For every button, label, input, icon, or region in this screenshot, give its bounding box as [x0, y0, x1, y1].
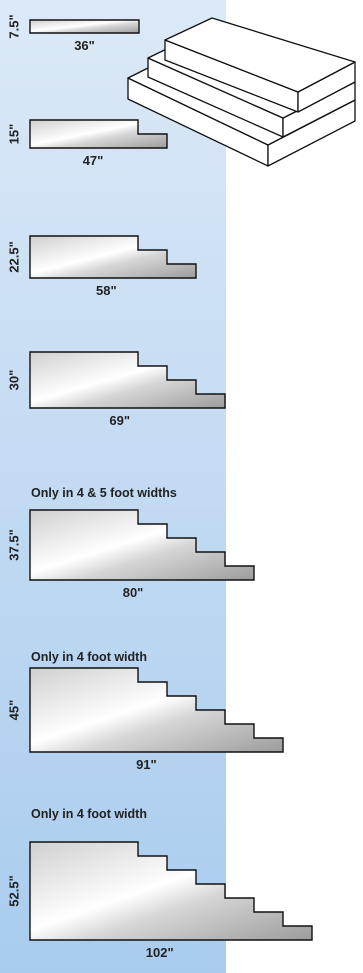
- height-label: 22.5": [7, 241, 22, 272]
- availability-note: Only in 4 foot width: [31, 807, 147, 821]
- step-shape: [29, 667, 284, 753]
- step-shape: [29, 841, 313, 941]
- width-label: 47": [83, 153, 104, 168]
- height-label: 45": [7, 700, 22, 721]
- height-label: 30": [7, 370, 22, 391]
- availability-note: Only in 4 foot width: [31, 650, 147, 664]
- height-label: 52.5": [7, 875, 22, 906]
- step-profile: 52.5" 102" Only in 4 foot width: [7, 807, 313, 960]
- height-label: 37.5": [7, 529, 22, 560]
- width-label: 91": [136, 757, 157, 772]
- availability-note: Only in 4 & 5 foot widths: [31, 486, 177, 500]
- height-label: 7.5": [7, 14, 22, 38]
- step-shape: [29, 235, 197, 279]
- stair-step-isometric-icon: [127, 17, 356, 167]
- background-right: [226, 0, 363, 973]
- step-shape: [29, 119, 168, 149]
- step-profile: 30" 69": [7, 351, 226, 428]
- step-profile: 15" 47": [7, 119, 168, 168]
- step-profile: 45" 91" Only in 4 foot width: [7, 650, 284, 772]
- step-shape: [29, 509, 255, 581]
- step-profile: 22.5" 58": [7, 235, 197, 298]
- step-profile: 7.5" 36": [7, 14, 140, 53]
- step-shape: [29, 351, 226, 409]
- step-profile: 37.5" 80" Only in 4 & 5 foot widths: [7, 486, 255, 600]
- step-shape: [29, 19, 140, 34]
- height-label: 15": [7, 124, 22, 145]
- width-label: 80": [123, 585, 144, 600]
- background-panel: [0, 0, 226, 973]
- width-label: 102": [146, 945, 174, 960]
- width-label: 36": [74, 38, 95, 53]
- width-label: 69": [109, 413, 130, 428]
- width-label: 58": [96, 283, 117, 298]
